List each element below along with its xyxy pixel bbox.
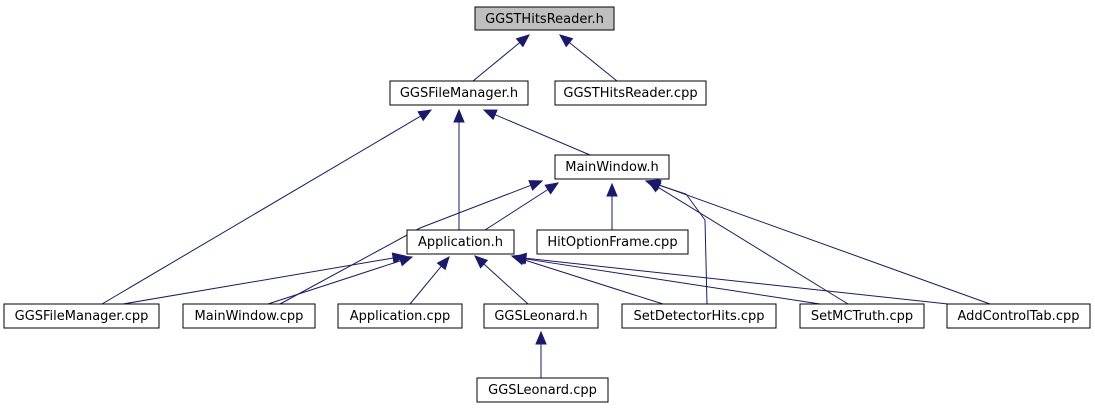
edge-application_h-to-mainwindow_h xyxy=(484,182,560,231)
arrowhead-icon xyxy=(453,108,465,123)
arrowhead-icon xyxy=(398,255,414,267)
node-label: GGSTHitsReader.cpp xyxy=(563,86,697,101)
edge-line xyxy=(409,265,442,305)
node-label: MainWindow.cpp xyxy=(195,309,304,324)
node-ggsfilemanager-h[interactable]: GGSFileManager.h xyxy=(389,80,529,106)
arrowhead-icon xyxy=(544,182,560,195)
edges xyxy=(101,34,991,378)
edge-line xyxy=(483,263,529,305)
node-mainwindow-cpp[interactable]: MainWindow.cpp xyxy=(182,303,316,329)
node-setdetectorhits-cpp[interactable]: SetDetectorHits.cpp xyxy=(621,303,777,329)
edge-line xyxy=(657,186,849,305)
node-label: GGSLeonard.cpp xyxy=(488,383,597,398)
edge-line xyxy=(484,189,549,231)
arrowhead-icon xyxy=(391,252,407,264)
node-hitoptionframe-cpp[interactable]: HitOptionFrame.cpp xyxy=(536,229,689,255)
edge-line xyxy=(472,42,521,82)
edge-application_cpp-to-application_h xyxy=(409,255,450,305)
arrowhead-icon xyxy=(417,109,433,122)
arrowhead-icon xyxy=(558,34,574,48)
node-addcontroltab-cpp[interactable]: AddControlTab.cpp xyxy=(946,303,1091,329)
arrowhead-icon xyxy=(606,182,618,197)
edge-setdetectorhits_cpp-to-application_h xyxy=(510,254,664,305)
edge-mainwindow_cpp-to-mainwindow_h xyxy=(279,180,544,305)
node-ggsthitsreader-cpp[interactable]: GGSTHitsReader.cpp xyxy=(554,80,707,106)
edge-line xyxy=(267,260,401,305)
node-label: MainWindow.h xyxy=(565,160,658,175)
edge-line xyxy=(494,114,591,156)
node-label: GGSFileManager.h xyxy=(400,86,518,101)
edge-hitoptionframe_cpp-to-mainwindow_h xyxy=(606,182,618,230)
node-label: GGSTHitsReader.h xyxy=(485,12,604,27)
edge-ggsfilemanager_cpp-to-application_h xyxy=(122,252,407,305)
edge-ggsleonard_cpp-to-ggsleonard_h xyxy=(535,330,547,378)
arrowhead-icon xyxy=(535,330,547,345)
node-label: Application.cpp xyxy=(350,309,450,324)
edge-application_h-to-ggsfilemanager_h xyxy=(453,108,465,230)
edge-ggsleonard_h-to-application_h xyxy=(474,255,529,305)
edge-line xyxy=(569,42,618,82)
node-label: GGSLeonard.h xyxy=(494,309,587,324)
edge-line xyxy=(524,258,821,305)
node-label: AddControlTab.cpp xyxy=(958,309,1080,324)
node-label: SetDetectorHits.cpp xyxy=(633,309,764,324)
edge-mainwindow_h-to-ggsfilemanager_h xyxy=(482,109,591,156)
edge-ggsfilemanager_cpp-to-ggsfilemanager_h xyxy=(101,109,433,305)
node-label: SetMCTruth.cpp xyxy=(811,309,913,324)
node-ggsthitsreader-h[interactable]: GGSTHitsReader.h xyxy=(474,6,615,31)
node-application-h[interactable]: Application.h xyxy=(406,229,515,255)
node-label: HitOptionFrame.cpp xyxy=(547,235,677,250)
arrowhead-icon xyxy=(436,255,450,271)
node-ggsleonard-cpp[interactable]: GGSLeonard.cpp xyxy=(476,377,609,403)
arrowhead-icon xyxy=(482,109,498,121)
edge-line xyxy=(525,257,949,305)
node-label: Application.h xyxy=(418,235,503,250)
arrowhead-icon xyxy=(646,179,662,191)
edge-addcontroltab_cpp-to-mainwindow_h xyxy=(646,179,991,305)
node-mainwindow-h[interactable]: MainWindow.h xyxy=(554,154,670,180)
node-label: GGSFileManager.cpp xyxy=(15,309,149,324)
arrowhead-icon xyxy=(528,180,544,191)
edge-ggsthitsreader_cpp-to-ggsthitsreader_h xyxy=(558,34,618,82)
node-ggsfilemanager-cpp[interactable]: GGSFileManager.cpp xyxy=(3,303,160,329)
arrowhead-icon xyxy=(515,34,531,48)
arrowhead-icon xyxy=(474,255,489,269)
node-application-cpp[interactable]: Application.cpp xyxy=(337,303,463,329)
edge-addcontroltab_cpp-to-application_h xyxy=(512,252,949,305)
edge-line xyxy=(101,115,421,305)
edge-line xyxy=(279,184,531,305)
node-ggsleonard-h[interactable]: GGSLeonard.h xyxy=(483,303,599,329)
edge-line xyxy=(523,259,664,305)
node-setmctruth-cpp[interactable]: SetMCTruth.cpp xyxy=(799,303,925,329)
edge-mainwindow_cpp-to-application_h xyxy=(267,255,414,305)
arrowhead-icon xyxy=(512,252,528,265)
edge-line xyxy=(122,257,394,305)
edge-ggsfilemanager_h-to-ggsthitsreader_h xyxy=(472,34,531,82)
edge-line xyxy=(659,184,991,305)
